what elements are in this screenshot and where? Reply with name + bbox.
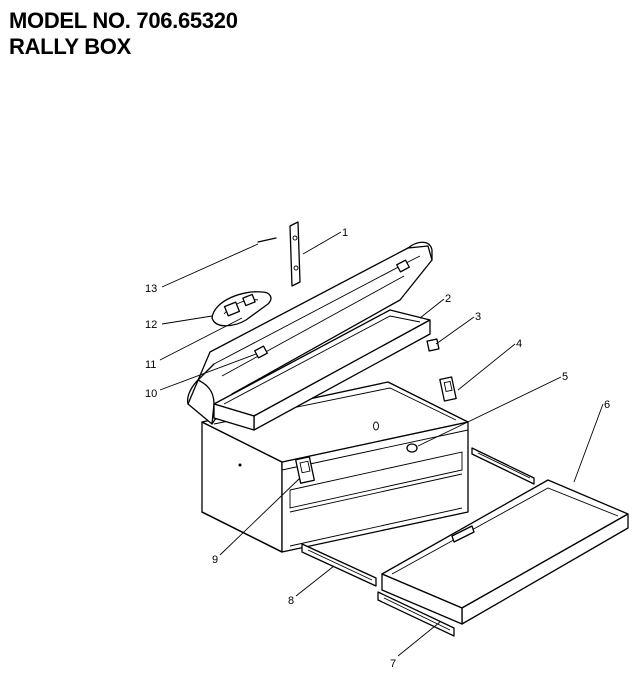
callout-13: 13 bbox=[145, 283, 157, 295]
callout-1: 1 bbox=[342, 227, 348, 239]
callout-9: 9 bbox=[212, 554, 218, 566]
callout-4: 4 bbox=[516, 338, 522, 350]
callout-5: 5 bbox=[562, 371, 568, 383]
callout-11: 11 bbox=[145, 359, 156, 371]
front-latches bbox=[295, 338, 457, 484]
drawer bbox=[381, 479, 629, 625]
callout-7: 7 bbox=[390, 658, 396, 670]
callout-3: 3 bbox=[475, 311, 481, 323]
callout-10: 10 bbox=[145, 388, 157, 400]
lift-out-tray bbox=[213, 309, 431, 431]
hinge-pin bbox=[257, 237, 277, 243]
callout-8: 8 bbox=[288, 595, 294, 607]
model-number-title: MODEL NO. 706.65320 bbox=[9, 8, 238, 33]
drawer-slides bbox=[301, 447, 535, 637]
product-name-title: RALLY BOX bbox=[9, 34, 131, 59]
carry-handle bbox=[211, 291, 272, 327]
callout-labels: 1 2 3 4 5 6 7 8 9 10 11 12 13 bbox=[145, 227, 610, 670]
callout-12: 12 bbox=[145, 319, 157, 331]
leader-lines bbox=[159, 231, 604, 657]
callout-6: 6 bbox=[604, 399, 610, 411]
bumper bbox=[406, 443, 418, 453]
lid-stay bbox=[289, 221, 301, 287]
callout-2: 2 bbox=[445, 293, 451, 305]
